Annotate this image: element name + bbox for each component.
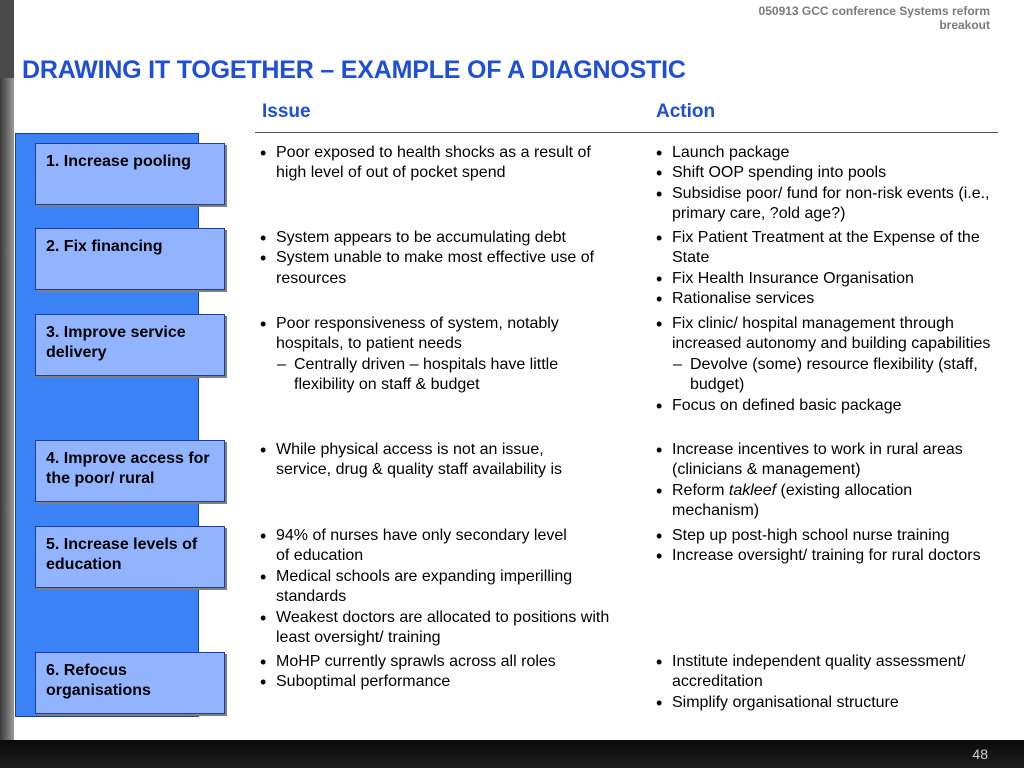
issue-cell-6: MoHP currently sprawls across all roles … bbox=[258, 652, 620, 693]
action-cell-6: Institute independent quality assessment… bbox=[654, 652, 994, 714]
page-number: 48 bbox=[972, 746, 988, 762]
row-label-improve-access: 4. Improve access for the poor/ rural bbox=[35, 440, 225, 502]
issue-bullet: System appears to be accumulating debt bbox=[258, 228, 620, 249]
row-label-fix-financing: 2. Fix financing bbox=[35, 228, 225, 290]
issue-bullet: MoHP currently sprawls across all roles bbox=[258, 652, 620, 673]
issue-bullet: Weakest doctors are allocated to positio… bbox=[258, 608, 620, 649]
issue-bullet: Poor responsiveness of system, notably h… bbox=[258, 314, 620, 355]
slide-title: DRAWING IT TOGETHER – EXAMPLE OF A DIAGN… bbox=[22, 56, 686, 84]
issue-bullet: Medical schools are expanding imperillin… bbox=[258, 567, 576, 608]
issue-cell-2: System appears to be accumulating debt S… bbox=[258, 228, 620, 289]
action-bullet: Fix Patient Treatment at the Expense of … bbox=[654, 228, 994, 269]
left-edge-bar bbox=[0, 0, 14, 740]
action-bullet: Simplify organisational structure bbox=[654, 693, 994, 714]
action-sub-bullet: Devolve (some) resource flexibility (sta… bbox=[654, 355, 994, 396]
issue-cell-4: While physical access is not an issue, s… bbox=[258, 440, 620, 481]
issue-bullet: Suboptimal performance bbox=[258, 672, 620, 693]
column-header-action: Action bbox=[656, 101, 716, 122]
action-cell-3: Fix clinic/ hospital management through … bbox=[654, 314, 994, 416]
issue-cell-5: 94% of nurses have only secondary level … bbox=[258, 526, 620, 648]
row-label-increase-pooling: 1. Increase pooling bbox=[35, 143, 225, 205]
issue-cell-3: Poor responsiveness of system, notably h… bbox=[258, 314, 620, 396]
issue-cell-1: Poor exposed to health shocks as a resul… bbox=[258, 143, 620, 184]
action-bullet: Institute independent quality assessment… bbox=[654, 652, 994, 693]
issue-bullet: While physical access is not an issue, s… bbox=[258, 440, 594, 481]
action-cell-2: Fix Patient Treatment at the Expense of … bbox=[654, 228, 994, 310]
action-bullet: Fix Health Insurance Organisation bbox=[654, 269, 994, 290]
action-cell-5: Step up post-high school nurse training … bbox=[654, 526, 994, 567]
action-cell-1: Launch package Shift OOP spending into p… bbox=[654, 143, 994, 225]
row-label-refocus-organisations: 6. Refocus organisations bbox=[35, 652, 225, 714]
row-label-improve-service-delivery: 3. Improve service delivery bbox=[35, 314, 225, 376]
action-bullet: Increase incentives to work in rural are… bbox=[654, 440, 994, 481]
issue-bullet: 94% of nurses have only secondary level … bbox=[258, 526, 576, 567]
action-bullet: Shift OOP spending into pools bbox=[654, 163, 994, 184]
action-bullet-reform: Reform takleef (existing allocation mech… bbox=[654, 481, 994, 522]
row-label-increase-education: 5. Increase levels of education bbox=[35, 526, 225, 588]
diagnostic-spine bbox=[15, 133, 199, 717]
action-bullet: Focus on defined basic package bbox=[654, 396, 994, 417]
footer-bar: 48 bbox=[0, 740, 1024, 768]
action-bullet: Step up post-high school nurse training bbox=[654, 526, 994, 547]
action-bullet: Rationalise services bbox=[654, 289, 994, 310]
action-cell-4: Increase incentives to work in rural are… bbox=[654, 440, 994, 522]
header-note: 050913 GCC conference Systems reform bre… bbox=[758, 4, 990, 32]
header-rule bbox=[255, 132, 998, 133]
issue-bullet: System unable to make most effective use… bbox=[258, 248, 620, 289]
reform-text-pre: Reform bbox=[672, 481, 729, 499]
action-bullet: Fix clinic/ hospital management through … bbox=[654, 314, 994, 355]
issue-bullet: Poor exposed to health shocks as a resul… bbox=[258, 143, 620, 184]
reform-text-emphasis: takleef bbox=[728, 481, 777, 499]
reform-text-post: (existing allocation mechanism) bbox=[672, 481, 913, 520]
action-bullet: Launch package bbox=[654, 143, 994, 164]
issue-sub-bullet: Centrally driven – hospitals have little… bbox=[258, 355, 620, 396]
action-bullet: Increase oversight/ training for rural d… bbox=[654, 546, 994, 567]
left-edge-bar-top bbox=[0, 0, 14, 78]
action-bullet: Subsidise poor/ fund for non-risk events… bbox=[654, 184, 994, 225]
column-header-issue: Issue bbox=[262, 101, 311, 122]
